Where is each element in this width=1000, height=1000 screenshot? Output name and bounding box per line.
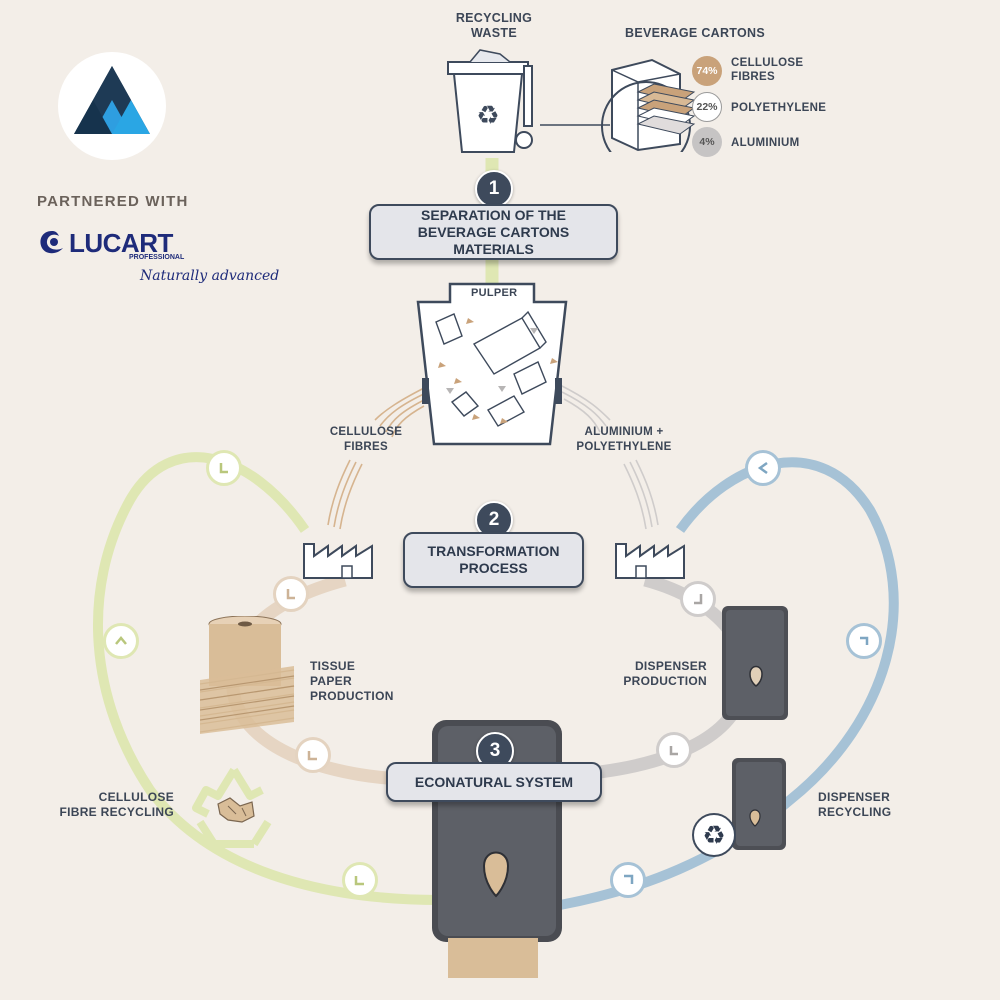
chevron-icon: [624, 874, 634, 884]
chevron-icon: [286, 589, 295, 600]
arrow-circle-green-1: [206, 450, 242, 486]
factory-left-icon: [303, 543, 373, 579]
recycle-cellulose-icon: [192, 767, 272, 848]
partner-tagline: Naturally advanced: [140, 268, 280, 284]
pct-badge-polyethylene: 22%: [692, 92, 722, 122]
chevron-icon: [860, 636, 869, 645]
arrow-circle-tan-2: [295, 737, 331, 773]
arrow-circle-green-2: [103, 623, 139, 659]
arrow-circle-tan-1: [273, 576, 309, 612]
arrow-circle-grey-1: [680, 581, 716, 617]
step-3-box: ECONATURAL SYSTEM: [386, 762, 602, 802]
pulper-icon: [416, 282, 568, 446]
cellulose-recycling-loop: [93, 452, 441, 905]
chevron-icon: [757, 461, 768, 475]
step-number-1: 1: [475, 170, 513, 208]
composition-label-polyethylene: POLYETHYLENE: [731, 102, 827, 114]
cellulose-recycling-label: CELLULOSE FIBRE RECYCLING: [59, 790, 174, 819]
pct-badge-aluminium: 4%: [692, 127, 722, 157]
pct-badge-cellulose: 74%: [692, 56, 722, 86]
dispenser-recycling-label: DISPENSER RECYCLING: [818, 790, 892, 819]
chevron-icon: [669, 746, 678, 756]
dispenser-production-label: DISPENSER PRODUCTION: [623, 659, 707, 688]
dispenser-recycling-icon: [732, 758, 786, 850]
chevron-icon: [307, 751, 317, 761]
recycling-waste-label: RECYCLING WASTE: [455, 11, 533, 40]
composition-label-aluminium: ALUMINIUM: [731, 137, 800, 149]
arrow-circle-green-3: [342, 862, 378, 898]
factory-right-icon: [615, 543, 685, 579]
arrow-circle-blue-3: [610, 862, 646, 898]
triangle-logo-icon: [74, 66, 150, 134]
arrow-circle-grey-2: [656, 732, 692, 768]
svg-text:♻: ♻: [476, 101, 499, 131]
arrow-circle-blue-2: [846, 623, 882, 659]
chevron-icon: [115, 636, 127, 645]
lucart-sub: PROFESSIONAL: [129, 254, 185, 261]
dispenser-production-icon: [722, 606, 788, 720]
aluminium-polyethylene-stream: [559, 384, 659, 530]
cellulose-fibres-label: CELLULOSE FIBRES: [329, 426, 403, 453]
tissue-paper-label: TISSUE PAPER PRODUCTION: [310, 659, 394, 703]
lucart-swirl-icon: [40, 231, 63, 254]
composition-label-cellulose: CELLULOSE FIBRES: [731, 57, 804, 83]
chevron-icon: [354, 876, 364, 886]
beverage-carton-icon: [601, 58, 696, 152]
recycling-bin-icon: ♻: [447, 49, 533, 153]
chevron-icon: [694, 594, 703, 605]
company-logo: [58, 52, 166, 160]
step-1-box: SEPARATION OF THE BEVERAGE CARTONS MATER…: [369, 204, 618, 260]
lucart-wordmark: LUCART: [69, 228, 173, 258]
dispenser-recycle-badge: ♻: [692, 813, 736, 857]
partner-heading: PARTNERED WITH: [37, 193, 189, 210]
beverage-cartons-label: BEVERAGE CARTONS: [625, 26, 766, 40]
step-2-box: TRANSFORMATION PROCESS: [403, 532, 584, 588]
chevron-icon: [219, 463, 228, 474]
carton-layers-icon: [636, 83, 696, 135]
arrow-circle-blue-1: [745, 450, 781, 486]
tissue-paper-icon: [200, 616, 295, 734]
aluminium-polyethylene-label: ALUMINIUM + POLYETHYLENE: [576, 426, 672, 453]
recycle-icon: ♻: [702, 820, 726, 850]
pulper-label: PULPER: [471, 287, 518, 299]
